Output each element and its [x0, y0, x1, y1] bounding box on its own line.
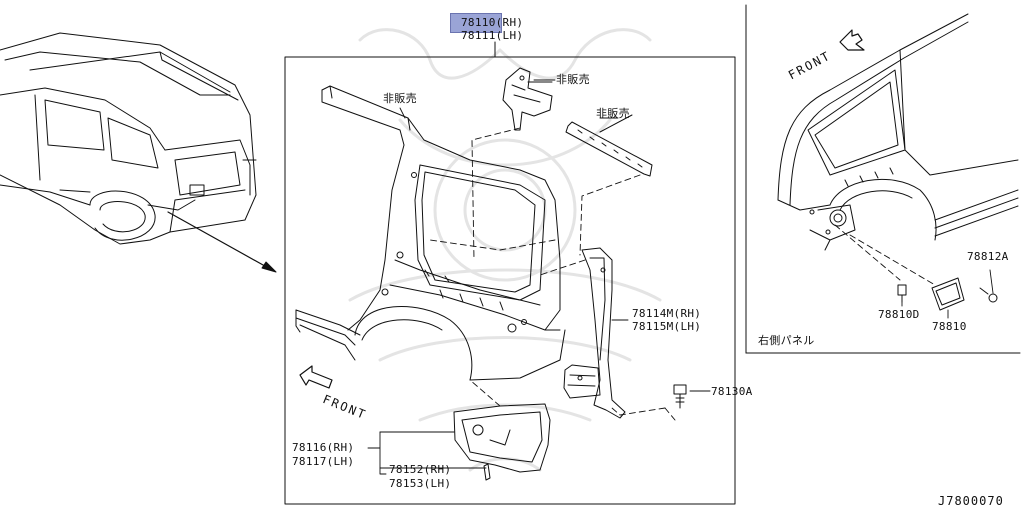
upper-bracket: [502, 67, 553, 131]
selected-part-highlight: [450, 13, 502, 33]
callout-78130a[interactable]: 78130A: [711, 385, 753, 398]
not-sold-label-bracket: 非販売: [556, 73, 590, 86]
bolt-78130a: [673, 384, 687, 409]
callout-78115m-lh[interactable]: 78115M(LH): [632, 320, 702, 333]
vehicle-pointer-arrow: [167, 211, 277, 273]
inset-dashed-leaders: [834, 224, 936, 286]
callout-78116-rh[interactable]: 78116(RH): [292, 441, 355, 454]
dashed-leaders: [429, 127, 676, 421]
fuel-filler-lid: [931, 277, 965, 311]
grommet-78810d: [897, 284, 907, 303]
front-arrow-main: [299, 365, 333, 389]
callout-leaders: [367, 79, 711, 475]
small-clip: [483, 463, 491, 481]
screw-78812a: [979, 287, 998, 303]
vehicle-overview: [0, 32, 257, 245]
callout-78114m-rh[interactable]: 78114M(RH): [632, 307, 702, 320]
watermark-emblem: [348, 28, 662, 472]
rear-pillar-reinforcement: [563, 247, 626, 419]
rear-quarter-panel: [295, 85, 566, 381]
callout-78117-lh[interactable]: 78117(LH): [292, 455, 355, 468]
callout-78110-rh[interactable]: 78110(RH): [461, 16, 524, 29]
inset-callout-leaders: [901, 269, 994, 319]
diagram-id: J7800070: [938, 494, 1004, 508]
callout-78810[interactable]: 78810: [932, 320, 967, 333]
lower-wheelhouse-panel: [453, 403, 551, 473]
inset-caption: 右側パネル: [758, 334, 815, 347]
callout-78810d[interactable]: 78810D: [878, 308, 920, 321]
not-sold-label-quarter: 非販売: [383, 92, 417, 105]
front-arrow-inset: [839, 29, 865, 51]
callout-78152-rh[interactable]: 78152(RH): [389, 463, 452, 476]
main-assembly-frame: [284, 56, 736, 505]
reinforcement-strip: [565, 114, 653, 177]
callout-78812a[interactable]: 78812A: [967, 250, 1009, 263]
callout-78153-lh[interactable]: 78153(LH): [389, 477, 452, 490]
not-sold-label-strip: 非販売: [596, 107, 630, 120]
inset-quarter-panel: [777, 13, 1019, 251]
callout-78111-lh[interactable]: 78111(LH): [461, 29, 524, 42]
